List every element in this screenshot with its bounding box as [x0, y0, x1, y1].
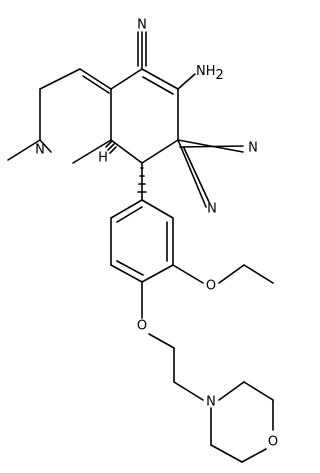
bond — [110, 264, 143, 283]
atom-label: N — [207, 202, 217, 217]
bond — [141, 139, 179, 164]
atom-label: N — [248, 141, 258, 156]
bond — [39, 139, 52, 153]
bond — [173, 381, 204, 401]
bonds — [7, 31, 274, 463]
atom-labels: N NH2 N N N H O O N O — [35, 18, 278, 450]
bond — [243, 264, 274, 284]
bond — [183, 147, 210, 203]
bond — [7, 139, 41, 161]
bond — [141, 68, 179, 90]
bond — [116, 260, 144, 276]
atom-label: O — [268, 435, 278, 450]
bond — [172, 264, 204, 284]
atom-label: O — [137, 319, 147, 334]
amine-symbol: NH — [196, 64, 216, 79]
bond — [210, 444, 243, 463]
bond — [142, 76, 174, 95]
atom-label: O — [206, 279, 216, 294]
bond — [107, 143, 115, 151]
bond — [243, 381, 274, 401]
amine-subscript: 2 — [216, 68, 224, 83]
atom-label: N — [206, 395, 216, 410]
atom-label: N — [35, 143, 45, 158]
bond — [177, 139, 207, 208]
bond — [82, 75, 110, 94]
bond — [72, 139, 112, 164]
atom-label: NH2 — [196, 64, 224, 83]
bond — [218, 381, 245, 401]
bond — [116, 206, 143, 223]
bond — [218, 264, 245, 284]
bond — [110, 68, 143, 90]
atom-label: N — [137, 18, 147, 33]
bond — [148, 333, 175, 349]
bond — [79, 68, 112, 90]
bond — [110, 199, 143, 219]
bond — [141, 264, 174, 283]
molecule-structure: N NH2 N N N H O O N O — [7, 18, 278, 463]
bond — [241, 448, 267, 463]
bond — [109, 146, 117, 154]
bond — [141, 199, 174, 219]
bond — [105, 140, 113, 148]
bond — [110, 139, 143, 164]
bond — [177, 73, 196, 90]
atom-label: H — [98, 151, 108, 166]
bond — [179, 145, 244, 148]
bond — [39, 68, 81, 90]
